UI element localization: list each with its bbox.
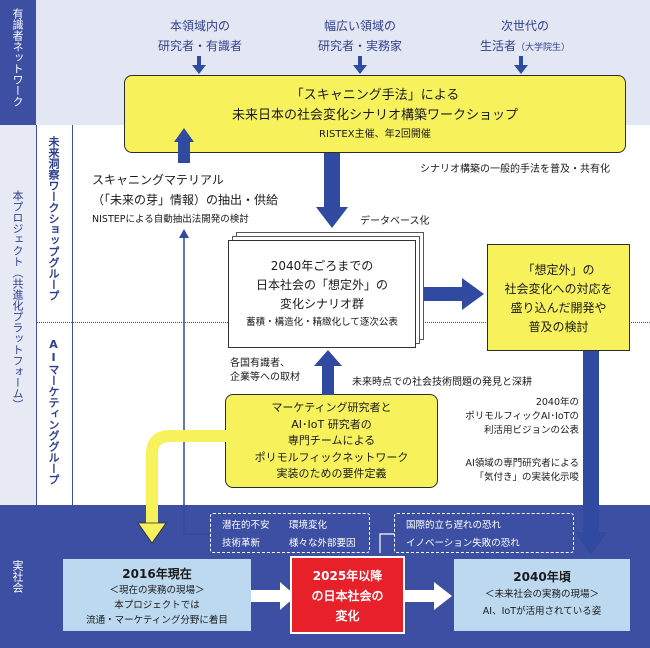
- y2016-sub: ＜現在の実務の現場＞: [109, 585, 205, 596]
- database-label: データベース化: [360, 216, 430, 227]
- future-group-label: 未来洞察ワークショップグループ: [47, 136, 60, 301]
- network-label-column: [0, 0, 36, 125]
- vision-line1: 2040年の: [535, 397, 579, 408]
- timeline-arrow-2-head: [434, 582, 452, 610]
- scenario-box: 2040年ごろまでの 日本社会の「想定外」の 変化シナリオ群 蓄積・構造化・精緻…: [228, 240, 416, 348]
- source-3-small: （大学院生）: [516, 43, 571, 53]
- factor-c: 技術革新: [222, 538, 261, 549]
- scanning-line1: スキャニングマテリアル: [92, 173, 224, 187]
- source-1-line2: 研究者・有識者: [157, 39, 242, 53]
- scenario-line1: 2040年ごろまでの: [270, 259, 374, 273]
- scanning-line2: （「未来の芽」情報）の抽出・供給: [92, 193, 279, 207]
- source-arrow-1: [192, 56, 206, 74]
- factors-right-line: [379, 533, 394, 553]
- interview-line2: 企業等への取材: [230, 372, 300, 383]
- awareness-line1: AI領域の専門研究者による: [465, 458, 579, 469]
- y2025-line3: 変化: [335, 609, 360, 623]
- scanning-feed-line: [179, 229, 210, 535]
- vision-line2: ポリモルフィックAI･IoTの: [465, 411, 579, 422]
- discovery-label: 未来時点での社会技術問題の発見と深耕: [352, 377, 532, 388]
- factor-right-line2: イノベーション失敗の恐れ: [406, 538, 520, 549]
- workshop-line3: RISTEX主催、年2回開催: [319, 129, 431, 140]
- scanning-line3: NISTEPによる自動抽出法開発の検討: [92, 214, 249, 225]
- unexpected-line3: 盛り込んだ開発や: [510, 301, 607, 315]
- project-label-column: [0, 125, 36, 505]
- marketing-line5: 実装のための要件定義: [276, 467, 387, 480]
- workshop-line2: 未来日本の社会変化シナリオ構築ワークショップ: [231, 108, 518, 123]
- y2040-title: 2040年頃: [513, 570, 571, 584]
- timeline-arrow-1-head: [280, 582, 296, 610]
- factors-left-box: [210, 513, 370, 553]
- marketing-line4: ポリモルフィックネットワーク: [254, 450, 409, 464]
- marketing-to-2016-arrow: [137, 430, 226, 544]
- ai-group-label: AIマーケティンググループ: [47, 338, 60, 485]
- source-2-line1: 幅広い領域の: [323, 19, 396, 33]
- scanning-text: スキャニングマテリアル （「未来の芽」情報）の抽出・供給 NISTEPによる自動…: [92, 170, 278, 230]
- vision-text: 2040年の ポリモルフィックAI･IoTの 利活用ビジョンの公表: [455, 396, 579, 438]
- interview-line1: 各国有識者、: [230, 358, 290, 369]
- y2016-box: 2016年現在 ＜現在の実務の現場＞ 本プロジェクトでは 流通・マーケティング分…: [63, 559, 251, 631]
- factor-b: 環境変化: [289, 520, 328, 531]
- marketing-line2: AI･IoT 研究者の: [291, 417, 372, 431]
- source-2: 幅広い領域の 研究者・実務家: [300, 16, 420, 56]
- interview-text: 各国有識者、 企業等への取材: [230, 357, 300, 385]
- note-share: シナリオ構築の一般的手法を普及・共有化: [420, 164, 610, 175]
- y2040-sub: ＜未来社会の実務の現場＞: [484, 589, 599, 600]
- timeline-arrow-2-shaft: [405, 590, 439, 602]
- column-divider-right: [72, 125, 73, 505]
- source-arrow-2: [353, 56, 367, 74]
- source-3-line1: 次世代の: [500, 19, 549, 33]
- unexpected-line1: 「想定外」の: [522, 263, 595, 277]
- factor-right-line1: 国際的立ち遅れの恐れ: [406, 520, 502, 531]
- unexpected-box: 「想定外」の 社会変化への対応を 盛り込んだ開発や 普及の検討: [487, 244, 630, 351]
- y2016-line1: 本プロジェクトでは: [114, 600, 200, 611]
- y2040-box: 2040年頃 ＜未来社会の実務の現場＞ AI、IoTが活用されている姿: [454, 559, 630, 631]
- workshop-line1: 「スキャニング手法」による: [290, 88, 460, 103]
- y2025-line1: 2025年以降: [312, 569, 383, 583]
- source-1: 本領域内の 研究者・有識者: [140, 16, 260, 56]
- timeline-arrows: [251, 582, 452, 610]
- source-2-line2: 研究者・実務家: [317, 39, 402, 53]
- vision-line3: 利活用ビジョンの公表: [483, 425, 579, 436]
- marketing-line3: 専門チームによる: [287, 434, 376, 447]
- scenario-line4: 蓄積・構造化・精緻化して逐次公表: [246, 317, 398, 328]
- scenario-line3: 変化シナリオ群: [279, 297, 364, 311]
- column-divider-left: [36, 125, 37, 505]
- y2025-box: 2025年以降 の日本社会の 変化: [290, 556, 405, 634]
- scenario-line2: 日本社会の「想定外」の: [255, 278, 388, 292]
- scenario-right-arrow: [424, 278, 484, 310]
- project-label: 本プロジェクト（共進化プラットフォーム）: [11, 190, 24, 410]
- source-3: 次世代の 生活者（大学院生）: [460, 16, 590, 58]
- source-arrow-3: [514, 56, 528, 74]
- marketing-line1: マーケティング研究者と: [271, 401, 392, 414]
- workshop-box: 「スキャニング手法」による 未来日本の社会変化シナリオ構築ワークショップ RIS…: [124, 75, 626, 153]
- unexpected-line2: 社会変化への対応を: [504, 282, 613, 296]
- network-label: 有識者ネットワーク: [11, 8, 24, 107]
- source-1-line1: 本領域内の: [169, 19, 230, 33]
- y2016-title: 2016年現在: [122, 567, 192, 581]
- factor-d: 様々な外部要因: [289, 538, 356, 549]
- y2025-line2: の日本社会の: [311, 589, 384, 603]
- awareness-text: AI領域の専門研究者による 「気付き」の実装化示唆: [455, 457, 579, 485]
- unexpected-line4: 普及の検討: [528, 320, 589, 334]
- scanning-up-arrow: [174, 128, 194, 163]
- awareness-line2: 「気付き」の実装化示唆: [474, 472, 579, 483]
- factor-a: 潜在的不安: [222, 520, 270, 531]
- marketing-up-arrow: [314, 350, 342, 395]
- society-label: 実社会: [11, 560, 24, 593]
- factors-right-box: [394, 513, 574, 553]
- unexpected-down-arrow: [575, 351, 607, 555]
- y2040-line1: AI、IoTが活用されている姿: [482, 606, 602, 617]
- y2016-line2: 流通・マーケティング分野に着目: [86, 615, 228, 626]
- workshop-down-arrow: [316, 153, 348, 228]
- marketing-box: マーケティング研究者と AI･IoT 研究者の 専門チームによる ポリモルフィッ…: [225, 394, 438, 488]
- source-3-line2: 生活者: [479, 39, 516, 53]
